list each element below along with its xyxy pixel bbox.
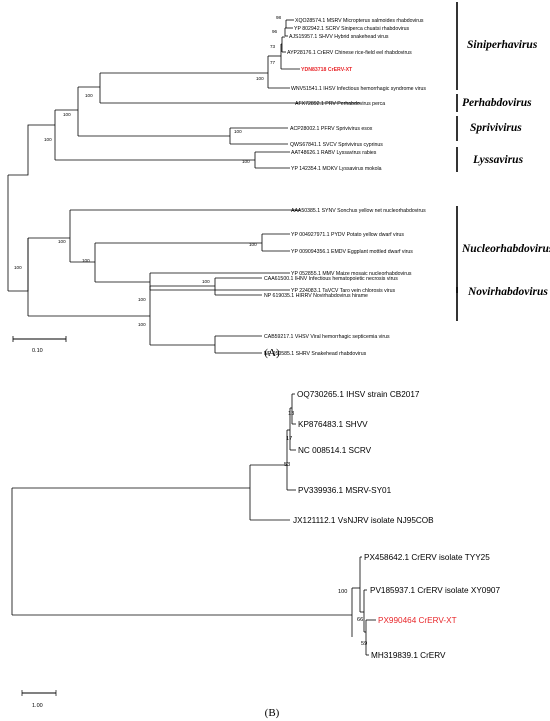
leaf-label: YP 142354.1 MOKV Lyssavirus mokola [291,166,382,172]
support-value: 100 [138,297,146,302]
leaf-label: KP876483.1 SHVV [298,420,368,429]
support-value: 66 [357,617,363,623]
support-value: 100 [82,258,90,263]
support-value: 100 [44,137,52,142]
support-value: 59 [361,641,367,647]
genus-label: Lyssavirus [472,154,524,166]
support-value: 73 [270,44,276,49]
panel-b-tree [11,393,376,656]
support-value: 13 [288,411,294,417]
leaf-label-highlight: PX990464 CrERV-XT [378,616,457,625]
leaf-label: YP 009094356.1 EMDV Eggplant mottled dwa… [291,249,413,255]
leaf-label: AJS15957.1 SHVV Hybrid snakehead virus [289,34,389,40]
genus-label: Siniperhavirus [467,39,538,51]
leaf-label: AFX72892.1 PRV Perhabdovirus perca [295,101,385,107]
support-value: 100 [58,239,66,244]
panel-b-support: 13 17 53 100 66 59 [284,411,367,647]
panel-a-label: (A) [264,347,280,359]
leaf-label: YP 802942.1 SCRV Siniperca chuatsi rhabd… [294,26,410,32]
genus-label: Perhabdovirus [462,97,532,109]
leaf-label: YP 052855.1 MMV Maize mosaic nucleorhabd… [291,271,412,277]
support-value: 98 [276,15,282,20]
panel-a-genera: Siniperhavirus Perhabdovirus Sprivivirus… [456,2,550,321]
leaf-label: ACP28002.1 PFRV Sprivivirus esox [290,126,373,132]
leaf-label: OQ730265.1 IHSV strain CB2017 [297,390,420,399]
support-value: 100 [234,129,242,134]
leaf-label-highlight: YDN83718 CrERV-XT [301,67,353,73]
support-value: 100 [85,93,93,98]
leaf-label: YP 004927971.1 PYDV Potato yellow dwarf … [291,232,404,238]
leaf-label: YP 224083.1 TaVCV Taro vein chlorosis vi… [291,288,395,294]
leaf-label: JX121112.1 VsNJRV isolate NJ95COB [293,516,434,525]
support-value: 53 [284,462,290,468]
leaf-label: PX458642.1 CrERV isolate TYY25 [364,553,490,562]
genus-label: Sprivivirus [470,122,522,134]
panel-b-scale-bar: 1.00 [21,690,57,709]
leaf-label: MH319839.1 CrERV [371,651,446,660]
panel-a-scale-bar: 0.10 [12,336,67,354]
support-value: 96 [272,29,278,34]
leaf-label: CAB59217.1 VHSV Viral hemorrhagic septic… [264,334,390,340]
panel-b-leaves: OQ730265.1 IHSV strain CB2017 KP876483.1… [293,390,500,660]
support-value: 17 [286,436,292,442]
support-value: 100 [202,279,210,284]
support-value: 100 [63,112,71,117]
panel-b-label: (B) [265,707,280,719]
scale-label: 1.00 [32,703,43,709]
leaf-label: NC 008514.1 SCRV [298,446,372,455]
leaf-label: PV339936.1 MSRV-SY01 [298,486,392,495]
support-value: 100 [242,159,250,164]
leaf-label: AAA50385.1 SYNV Sonchus yellow net nucle… [291,208,426,214]
support-value: 100 [338,589,347,595]
genus-label: Novirhabdovirus [467,286,548,298]
leaf-label: XQO28574.1 MSRV Micropterus salmoides rh… [295,18,424,24]
genus-label: Nucleorhabdovirus [461,243,550,255]
leaf-label: AAT48626.1 RABV Lyssavirus rabies [291,150,377,156]
support-value: 100 [14,265,22,270]
panel-a-leaves: XQO28574.1 MSRV Micropterus salmoides rh… [264,18,426,357]
leaf-label: PV185937.1 CrERV isolate XY0907 [370,586,500,595]
leaf-label: AYP28176.1 CrERV Chinese rice-field eel … [287,50,412,56]
leaf-label: WNV51541.1 IHSV Infectious hemorrhagic s… [291,86,426,92]
support-value: 77 [270,60,276,65]
leaf-label: QWS67841.1 SVCV Sprivivirus cyprinus [290,142,383,148]
support-value: 100 [256,76,264,81]
leaf-label: NP 050585.1 SHRV Snakehead rhabdovirus [264,351,367,357]
panel-a-support: 98 96 73 77 100 100 100 100 100 100 100 … [14,15,282,327]
leaf-label: CAA61500.1 IHNV Infectious hematopoietic… [264,276,398,282]
panel-a-tree [7,19,360,354]
scale-label: 0.10 [32,348,43,354]
support-value: 100 [249,242,257,247]
support-value: 100 [138,322,146,327]
leaf-label: NP 619035.1 HIRRV Novirhabdovirus hirame [264,293,368,299]
